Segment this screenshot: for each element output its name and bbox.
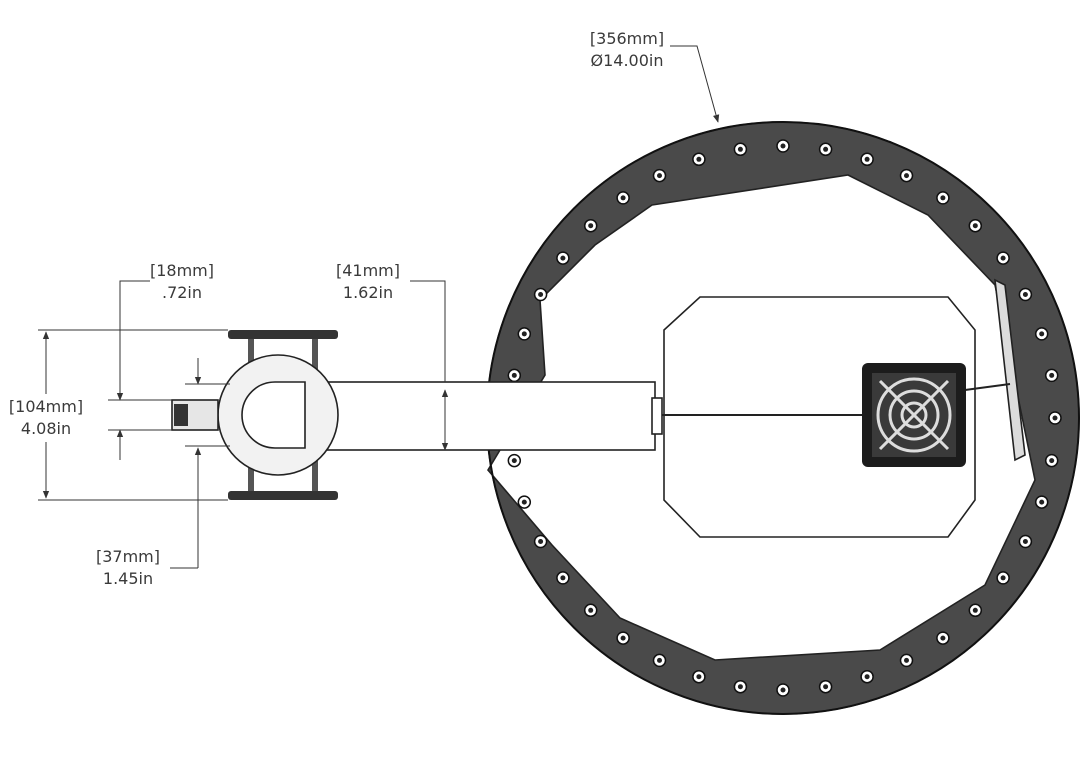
bolt-hole-center	[620, 195, 626, 201]
bolt-hole-center	[940, 635, 946, 641]
bracket-strut	[964, 383, 1011, 391]
bolt-hole-center	[1039, 499, 1045, 505]
bolt-hole-center	[780, 143, 786, 149]
dim-elbow-offset-mm: [37mm]	[96, 547, 160, 566]
dim-tube-width-mm: [41mm]	[336, 261, 400, 280]
bolt-hole-center	[538, 292, 544, 297]
bolt-hole-center	[737, 146, 743, 152]
dim-stem-offset-mm: [18mm]	[150, 261, 214, 280]
tube-collar	[651, 397, 663, 435]
fan-grille-cross-b	[878, 379, 950, 451]
bolt-hole-center	[1022, 539, 1028, 544]
bolt-hole-center	[823, 146, 829, 152]
dim-flange-diameter: [356mm] Ø14.00in	[590, 29, 720, 123]
bolt-hole-center	[511, 458, 517, 464]
bolt-hole-center	[904, 173, 909, 179]
bolt-hole-center	[521, 331, 527, 337]
dim-overall-height-in: 4.08in	[21, 419, 71, 438]
bolt-hole-center	[1000, 575, 1006, 581]
bolt-hole-center	[780, 687, 786, 693]
stem-tip	[174, 404, 188, 426]
dim-stem-offset: [18mm] .72in	[108, 261, 214, 460]
bolt-hole-center	[1049, 372, 1055, 378]
fan-grille-ring-outer	[876, 377, 952, 453]
bolt-hole-center	[864, 156, 870, 162]
clamp-bar-top	[228, 330, 338, 339]
bolt-hole-center	[560, 255, 566, 261]
dim-flange-diameter-in: Ø14.00in	[591, 51, 664, 70]
dim-stem-offset-in: .72in	[162, 283, 202, 302]
dim-flange-diameter-mm: [356mm]	[590, 29, 664, 48]
dim-elbow-offset-in: 1.45in	[103, 569, 153, 588]
bolt-hole-center	[657, 173, 662, 179]
bolt-hole-center	[657, 657, 662, 663]
dim-elbow-offset: [37mm] 1.45in	[96, 358, 230, 588]
bolt-hole-center	[588, 607, 594, 613]
bolt-hole-center	[1049, 458, 1055, 464]
clamp-bar-bottom	[228, 491, 338, 500]
bolt-hole-center	[737, 684, 743, 690]
dim-overall-height-mm: [104mm]	[9, 397, 83, 416]
bolt-hole-center	[620, 635, 626, 641]
dim-overall-height: [104mm] 4.08in	[9, 329, 228, 501]
bolt-hole-center	[521, 499, 527, 505]
bolt-hole-center	[560, 575, 566, 581]
bolt-hole-center	[538, 539, 544, 544]
bolt-hole-center	[972, 607, 978, 613]
bolt-hole-center	[972, 223, 978, 229]
dim-tube-width-in: 1.62in	[343, 283, 393, 302]
side-bracket	[994, 278, 1026, 462]
bolt-holes	[504, 139, 1062, 697]
inner-plate	[663, 296, 976, 538]
bolt-hole-center	[511, 372, 517, 378]
bolt-hole-center	[1000, 255, 1006, 261]
bolt-hole-center	[864, 674, 870, 680]
bolt-hole-center	[1022, 292, 1028, 297]
fan-unit	[862, 363, 966, 467]
fan-grille-ring-mid	[888, 389, 940, 441]
bolt-hole-center	[904, 657, 909, 663]
bolt-hole-center	[823, 684, 829, 690]
bolt-hole-center	[696, 674, 702, 680]
bolt-hole-center	[1039, 331, 1045, 337]
tube-arm	[304, 381, 656, 451]
elbow-mount	[171, 330, 339, 500]
bolt-hole-center	[940, 195, 946, 201]
elbow-bend	[241, 381, 306, 449]
bolt-hole-center	[696, 156, 702, 162]
bolt-hole-center	[588, 223, 594, 229]
bolt-hole-center	[1052, 415, 1058, 421]
dim-tube-width: [41mm] 1.62in	[336, 261, 449, 451]
fan-grille-ring-inner	[900, 401, 928, 429]
